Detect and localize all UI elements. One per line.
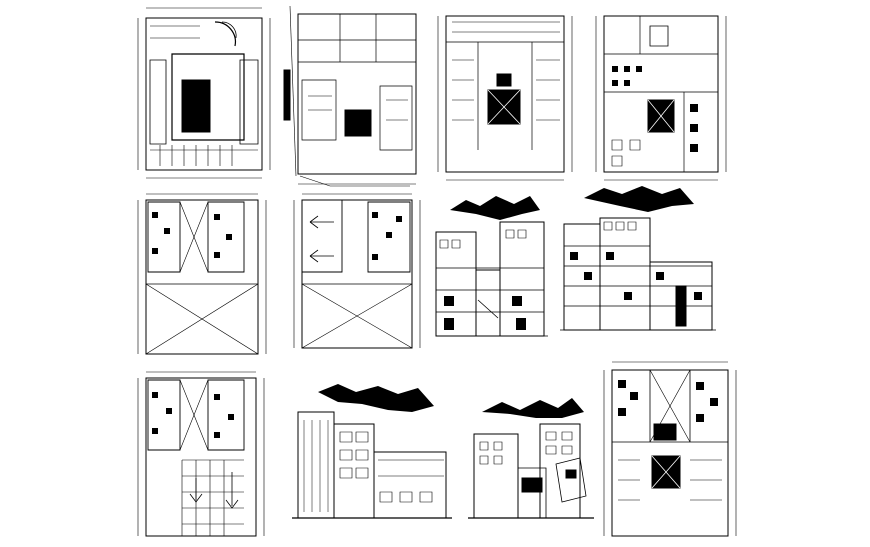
panel-furnished-plan xyxy=(596,16,726,180)
panel-section-b xyxy=(560,186,716,330)
panel-atrium-plan xyxy=(438,16,572,180)
panel-lobby-plan xyxy=(138,8,270,178)
panel-apartments-parking-plan xyxy=(138,194,266,354)
panel-upper-apartments-plan xyxy=(604,362,736,536)
panel-apartments-ramp-plan xyxy=(294,194,420,348)
panel-elevation-front xyxy=(292,384,452,518)
panel-elevation-side xyxy=(468,398,594,518)
panel-section-a xyxy=(436,196,548,336)
panel-ground-offices-plan xyxy=(284,6,416,186)
panel-apartments-grid-plan xyxy=(138,372,264,536)
